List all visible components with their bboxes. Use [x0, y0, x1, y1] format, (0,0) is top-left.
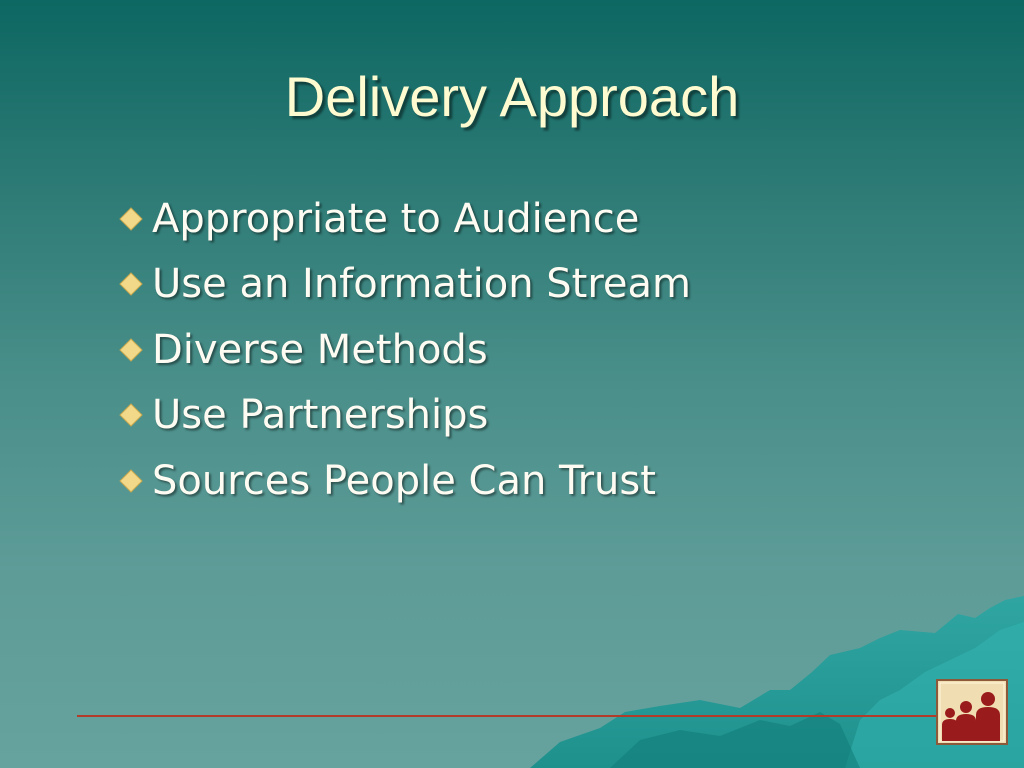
bullet-text: Sources People Can Trust — [152, 457, 656, 504]
bullet-list: Appropriate to Audience Use an Informati… — [118, 186, 691, 514]
footer-rule — [77, 715, 957, 717]
diamond-bullet-icon — [119, 338, 143, 362]
diamond-bullet-icon — [119, 403, 143, 427]
slide-title: Delivery Approach — [284, 65, 740, 128]
bullet-text: Diverse Methods — [152, 326, 488, 373]
iceberg-shadow — [610, 712, 860, 768]
diamond-bullet-icon — [119, 207, 143, 231]
bullet-item: Sources People Can Trust — [118, 448, 691, 514]
bullet-item: Appropriate to Audience — [118, 186, 691, 252]
bullet-item: Diverse Methods — [118, 317, 691, 383]
diamond-bullet-icon — [119, 469, 143, 493]
diamond-bullet-icon — [119, 272, 143, 296]
bullet-item: Use Partnerships — [118, 383, 691, 449]
bullet-text: Appropriate to Audience — [152, 195, 640, 242]
people-group-logo-icon — [936, 679, 1008, 745]
bullet-item: Use an Information Stream — [118, 252, 691, 318]
bullet-text: Use Partnerships — [152, 392, 489, 439]
bullet-text: Use an Information Stream — [152, 261, 692, 308]
